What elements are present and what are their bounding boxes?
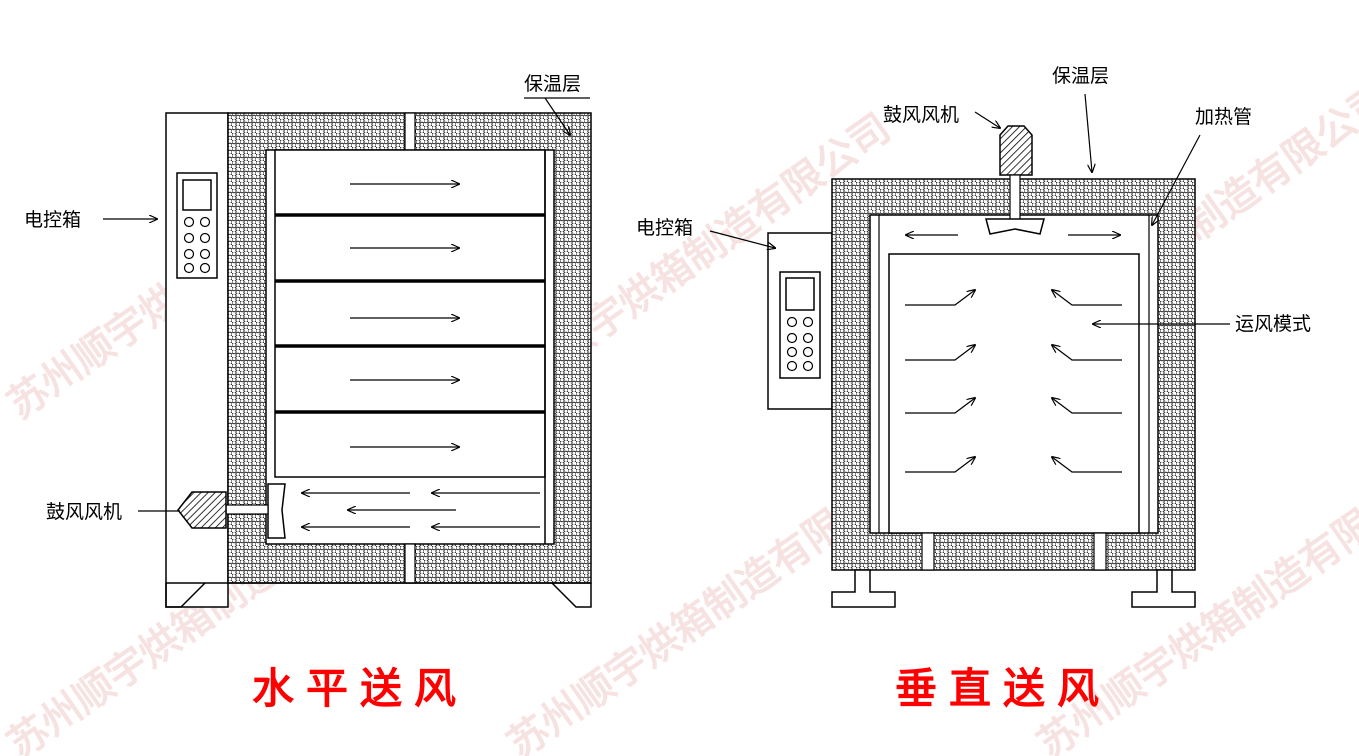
left-foot <box>165 582 206 608</box>
control-buttons <box>786 316 814 372</box>
control-display <box>785 277 815 311</box>
label-heating-tube: 加热管 <box>1195 106 1252 128</box>
bottom-vent <box>404 543 416 584</box>
fan-shaft <box>1009 174 1021 221</box>
control-display <box>182 179 212 211</box>
label-blower: 鼓风风机 <box>883 104 959 126</box>
label-control-box: 电控箱 <box>636 217 693 239</box>
title-vertical-airflow: 垂直送风 <box>895 664 1111 713</box>
blower-motor <box>999 125 1033 176</box>
fan-shaft <box>225 504 269 515</box>
vertical-airflow-oven: 保温层 鼓风风机 加热管 电控箱 运风模式 垂直送风 <box>636 65 1311 713</box>
label-control-box: 电控箱 <box>24 209 81 231</box>
label-insulation: 保温层 <box>524 73 581 95</box>
airflow-arrows-left <box>302 493 540 527</box>
fan-impeller <box>985 218 1045 235</box>
airflow-arrows-right-side <box>1052 290 1122 473</box>
horizontal-airflow-oven: 保温层 电控箱 鼓风风机 水平送风 <box>24 73 592 713</box>
title-horizontal-airflow: 水平送风 <box>252 664 468 713</box>
control-buttons <box>183 216 211 274</box>
label-blower: 鼓风风机 <box>46 501 122 523</box>
label-insulation: 保温层 <box>1052 65 1109 87</box>
shelves <box>275 213 545 414</box>
bottom-vent <box>921 532 935 571</box>
work-chamber <box>888 253 1140 534</box>
air-duct <box>274 149 546 478</box>
blower-motor <box>177 491 227 529</box>
top-vent <box>404 112 416 151</box>
airflow-arrows-right <box>350 184 459 447</box>
right-foot <box>551 582 592 608</box>
airflow-arrows-left-side <box>905 290 975 473</box>
fan-impeller <box>267 483 286 539</box>
label-airflow-mode: 运风模式 <box>1235 313 1311 335</box>
support-legs <box>831 569 1196 608</box>
bottom-vent <box>1093 532 1107 571</box>
